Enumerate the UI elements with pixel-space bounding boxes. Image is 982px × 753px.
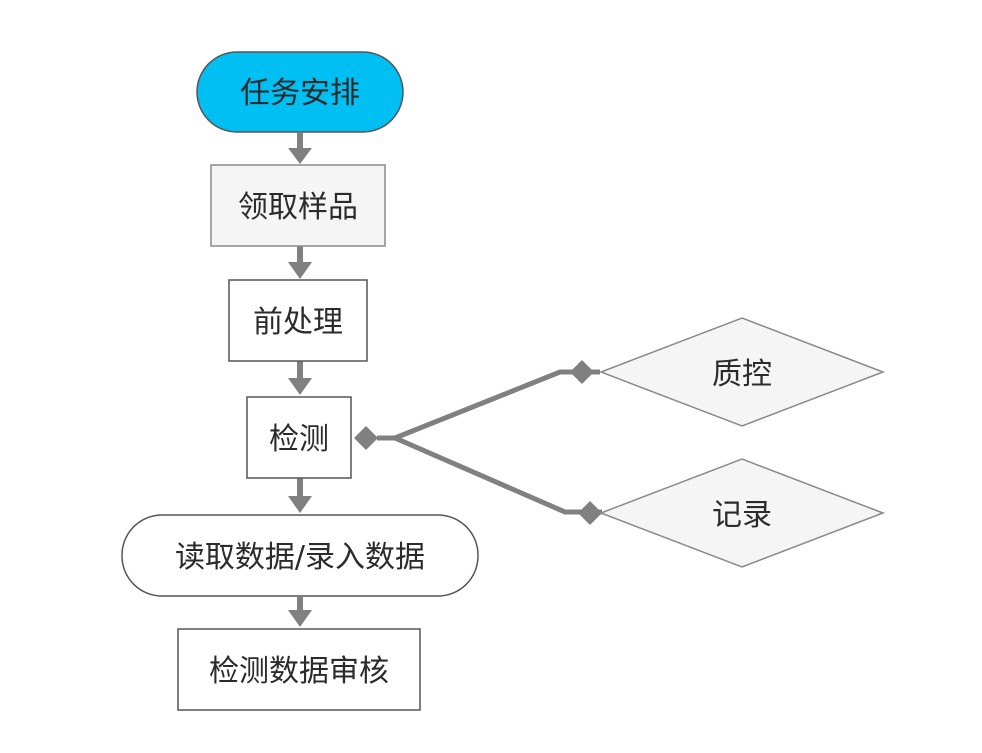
pretreatment-label: 前处理 [253,305,343,340]
data-review-node: 检测数据审核 [177,628,421,711]
record-label: 记录 [712,498,772,533]
arrow-detection-to-read-data [288,478,312,513]
arrow-pretreatment-to-detection [288,361,312,395]
receive-samples-node: 领取样品 [210,164,386,247]
pretreatment-node: 前处理 [228,279,368,362]
arrow-receive-to-pretreatment [288,246,312,279]
quality-control-label: 质控 [712,357,772,392]
record-node: 记录 [598,458,886,568]
task-arrangement-node: 任务安排 [196,51,404,133]
quality-control-node: 质控 [598,317,886,427]
qc-end-diamond [570,360,594,384]
detection-node: 检测 [246,396,352,479]
read-enter-data-node: 读取数据/录入数据 [121,514,479,597]
receive-samples-label: 领取样品 [238,190,358,225]
branch-connectors [354,360,602,525]
record-end-diamond [578,501,602,525]
read-enter-data-label: 读取数据/录入数据 [175,540,425,575]
branch-start-diamond [354,426,378,450]
data-review-label: 检测数据审核 [209,654,389,689]
arrow-task-to-receive [288,133,312,164]
main-flow-connectors [288,133,312,627]
detection-label: 检测 [269,422,329,457]
task-arrangement-label: 任务安排 [240,76,360,111]
arrow-read-data-to-review [288,597,312,627]
